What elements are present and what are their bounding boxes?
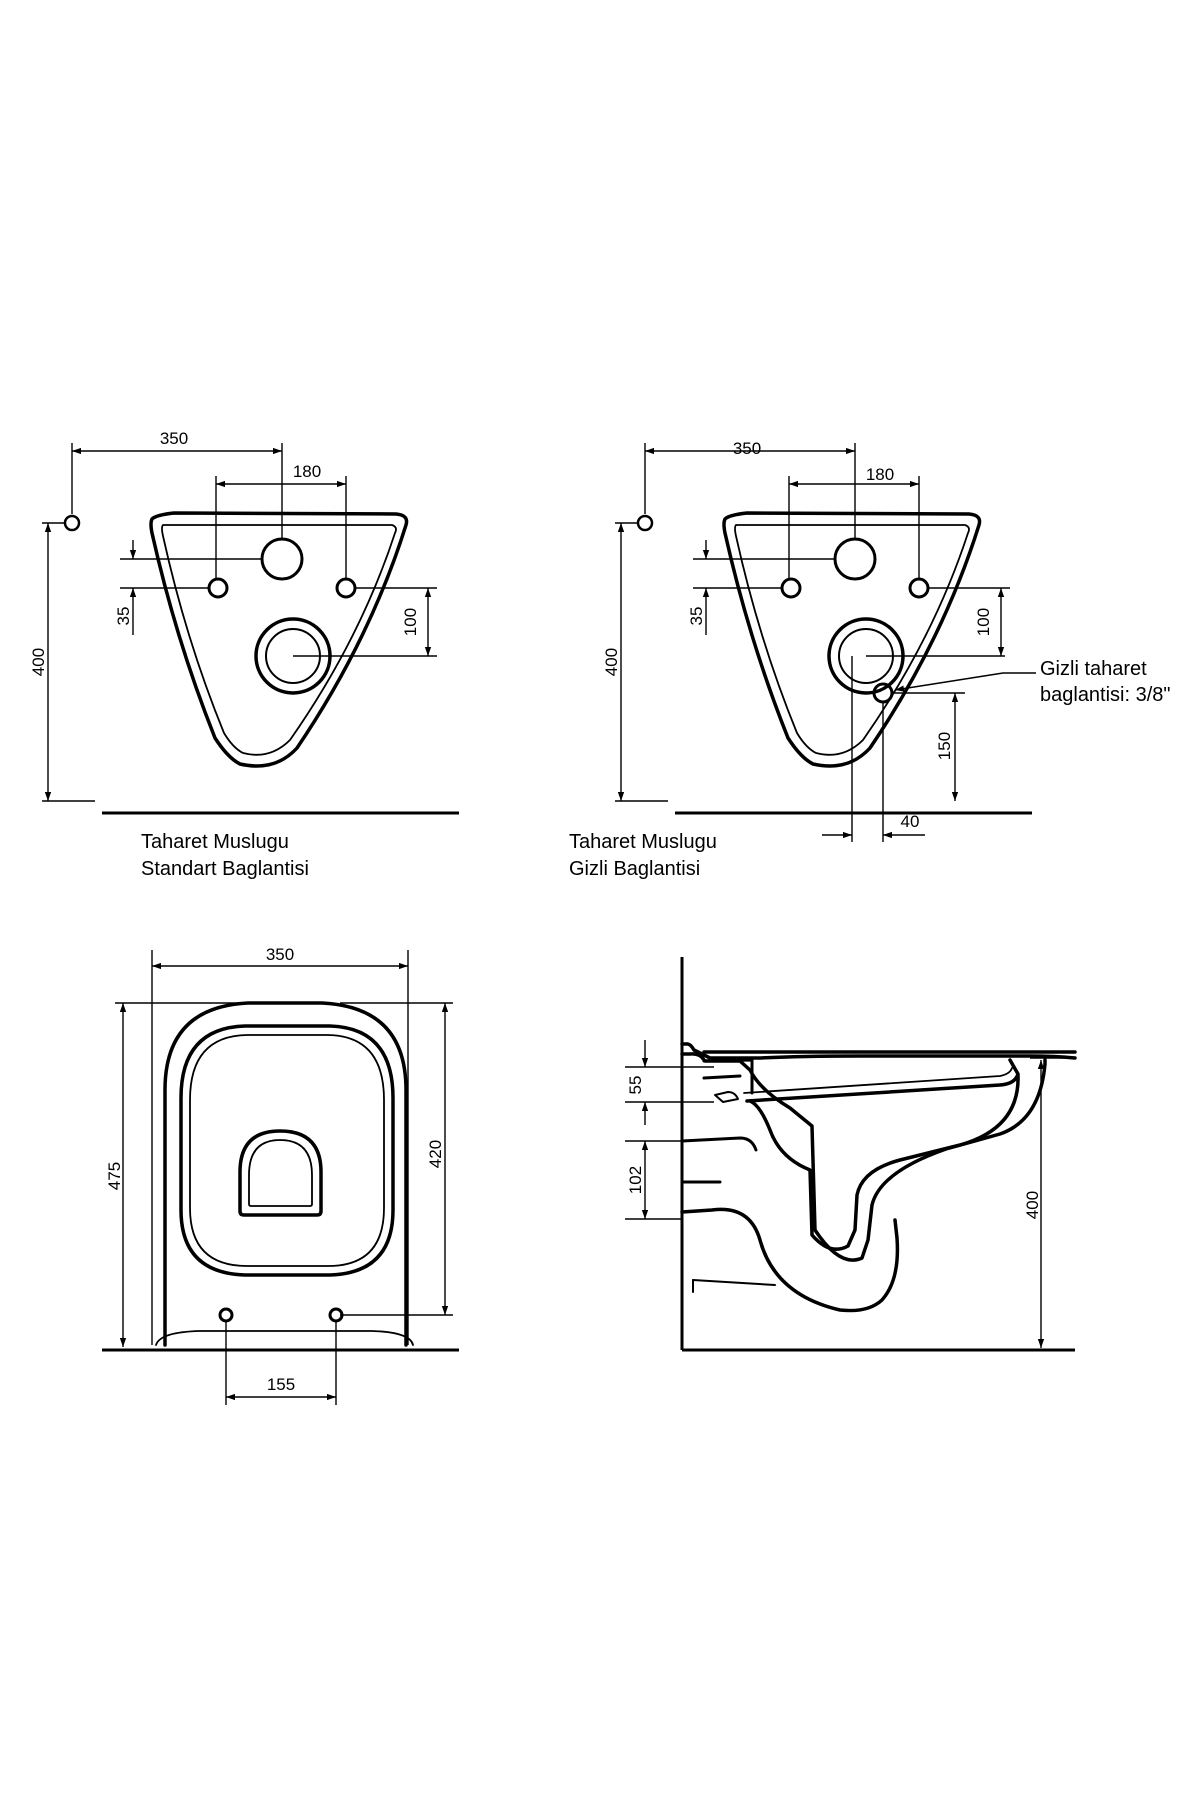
caption-line-1: Taharet Muslugu	[141, 831, 289, 853]
bidet-tap-circle	[636, 514, 654, 532]
bowl-outer-lower	[680, 1207, 900, 1313]
dim-offset-right-label: 100	[401, 608, 420, 636]
extension-lines	[615, 443, 1010, 842]
bowl-back-outline	[149, 511, 409, 768]
inlet-socket	[714, 1091, 739, 1103]
note-line-2: baglantisi: 3/8"	[1040, 684, 1171, 706]
dim-width-label: 350	[266, 945, 294, 964]
dim-bidet-offset-label: 40	[901, 812, 920, 831]
dim-spacing-label: 180	[293, 462, 321, 481]
seat-outer-outline	[179, 1024, 395, 1277]
bowl-outer-outline	[163, 1001, 408, 1347]
dim-spacing-label: 180	[866, 465, 894, 484]
wall-fixing-line	[692, 1279, 776, 1286]
bowl-rim-top	[680, 1042, 1077, 1060]
extension-lines	[42, 443, 437, 802]
inlet-hole	[833, 537, 877, 581]
extension-lines	[115, 950, 453, 1405]
bowl-back-outline	[722, 511, 982, 768]
dim-hole-spacing-label: 155	[267, 1375, 295, 1394]
extension-lines	[625, 1057, 1075, 1220]
seat-fixing-hole-left	[218, 1307, 234, 1323]
note-leader	[894, 672, 1036, 692]
bowl-opening-outer	[238, 1129, 323, 1217]
side-section-view: 55 102 400	[625, 957, 1077, 1352]
dim-offset-left-label: 35	[687, 607, 706, 626]
bidet-tap-circle	[63, 514, 81, 532]
dim-offset-right-label: 100	[974, 608, 993, 636]
caption-line-2: Standart Baglantisi	[141, 858, 309, 880]
inlet-hole	[260, 537, 304, 581]
seat-inner-outline	[189, 1034, 385, 1267]
bowl-inner-surface	[745, 1058, 1020, 1251]
bowl-front-rim	[155, 1330, 414, 1346]
fixing-hole-left	[780, 577, 802, 599]
fixing-hole-left	[207, 577, 229, 599]
caption-line-1: Taharet Muslugu	[569, 831, 717, 853]
dim-offset-left-label: 35	[114, 607, 133, 626]
dim-inlet-label: 55	[626, 1076, 645, 1095]
top-view: 350 475 420 155	[102, 945, 459, 1405]
dim-width-label: 350	[160, 429, 188, 448]
caption-line-2: Gizli Baglantisi	[569, 858, 700, 880]
inlet-pipe	[702, 1058, 754, 1095]
dim-outlet-label: 102	[626, 1166, 645, 1194]
note-line-1: Gizli taharet	[1040, 658, 1147, 680]
fixing-hole-right	[908, 577, 930, 599]
dim-height-label: 400	[29, 648, 48, 676]
bowl-opening-inner	[248, 1139, 313, 1207]
standard-connection-view: 350 180 400 35 100 Taharet Muslugu Stand…	[29, 429, 459, 880]
dim-depth-total-label: 475	[105, 1162, 124, 1190]
outlet-pipe	[680, 1136, 758, 1184]
dim-depth-holes-label: 420	[426, 1140, 445, 1168]
concealed-connection-view: 350 180 400 35 100 150 40 Gizli taharet …	[569, 439, 1171, 880]
dim-height-label: 400	[602, 648, 621, 676]
fixing-hole-right	[335, 577, 357, 599]
dim-bidet-height-label: 150	[935, 732, 954, 760]
dim-height-label: 400	[1023, 1191, 1042, 1219]
water-surface-line	[743, 1067, 1013, 1094]
dim-width-label: 350	[733, 439, 761, 458]
